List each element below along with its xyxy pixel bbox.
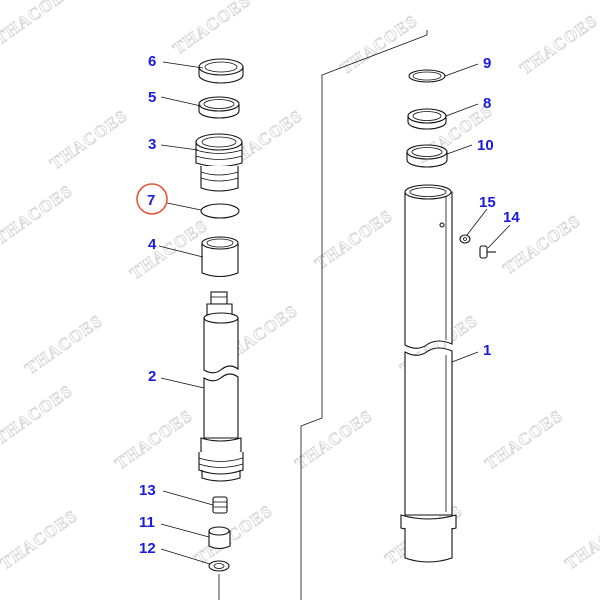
part-label-14[interactable]: 14: [503, 209, 520, 226]
part-12-washer[interactable]: [208, 560, 230, 572]
part-label-10[interactable]: 10: [477, 137, 494, 154]
part-label-7[interactable]: 7: [147, 192, 155, 209]
part-4-bushing[interactable]: [201, 236, 239, 278]
assembly-divider-line: [300, 30, 428, 600]
watermark: THACOES: [111, 406, 196, 473]
part-label-8[interactable]: 8: [483, 95, 491, 112]
watermark: THACOES: [516, 11, 600, 78]
part-5-ring[interactable]: [198, 96, 240, 119]
watermark: THACOES: [291, 406, 376, 473]
part-label-12[interactable]: 12: [139, 540, 156, 557]
watermark: THACOES: [0, 0, 76, 48]
part-6-seal[interactable]: [198, 58, 244, 84]
part-label-1[interactable]: 1: [483, 342, 491, 359]
watermark: THACOES: [481, 406, 566, 473]
watermark: THACOES: [46, 106, 131, 173]
watermark: THACOES: [191, 501, 276, 568]
part-7-o-ring[interactable]: [200, 203, 240, 219]
watermark: THACOES: [0, 381, 76, 448]
part-8-ring[interactable]: [407, 108, 447, 130]
leader-lines: [158, 61, 511, 565]
part-label-9[interactable]: 9: [483, 55, 491, 72]
part-13-screw[interactable]: [212, 496, 228, 514]
watermark: THACOES: [336, 11, 421, 78]
part-3-gland[interactable]: [195, 133, 243, 192]
part-2-piston-rod[interactable]: [198, 291, 244, 482]
part-9-o-ring[interactable]: [408, 69, 446, 83]
part-label-2[interactable]: 2: [148, 368, 156, 385]
watermark: THACOES: [0, 506, 81, 573]
watermark-layer: THACOES THACOES THACOES THACOES THACOES …: [0, 0, 600, 574]
part-label-11[interactable]: 11: [139, 514, 155, 531]
part-10-ring[interactable]: [406, 144, 448, 168]
part-11-nut[interactable]: [208, 526, 231, 550]
watermark: THACOES: [21, 311, 106, 378]
part-label-3[interactable]: 3: [148, 136, 156, 153]
part-label-4[interactable]: 4: [148, 236, 157, 253]
highlight-circle: [136, 183, 168, 215]
part-label-5[interactable]: 5: [148, 89, 156, 106]
part-15-washer[interactable]: [459, 234, 471, 244]
part-label-15[interactable]: 15: [479, 194, 496, 211]
watermark: THACOES: [169, 0, 254, 58]
part-label-13[interactable]: 13: [139, 482, 156, 499]
watermark: THACOES: [126, 216, 211, 283]
watermark: THACOES: [311, 206, 396, 273]
part-1-cylinder-tube[interactable]: [400, 184, 457, 563]
part-14-grease-fitting[interactable]: [479, 245, 496, 259]
watermark: THACOES: [561, 506, 600, 573]
part-label-6[interactable]: 6: [148, 53, 156, 70]
watermark: THACOES: [0, 181, 76, 248]
